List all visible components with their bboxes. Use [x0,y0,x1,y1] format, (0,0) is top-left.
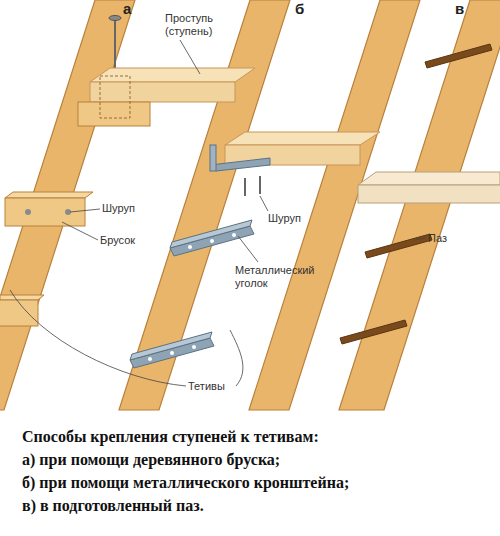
part-label: Металлический уголок [235,264,325,290]
tread-top [358,172,500,185]
metal-bracket [210,158,270,171]
screw [259,176,261,194]
part-label: Шуруп [102,202,135,215]
metal-bracket [170,220,252,248]
method-letter: в [455,2,464,15]
part-label: Паз [428,232,447,245]
leader-line [238,236,258,262]
stringer [339,0,500,410]
stringer [0,0,135,410]
leader-line [62,222,98,240]
bracket-hole [170,351,174,355]
leader-line [70,209,100,212]
caption-line: а) при помощи деревянного бруска; [22,451,280,469]
wooden-block [5,192,93,198]
leader-line [180,40,200,74]
tread-top [90,68,255,82]
method-letter: а [123,2,131,15]
screw-hole [25,209,31,215]
bracket-hole [188,245,192,249]
tread-front [358,185,500,203]
metal-bracket [130,332,212,360]
groove [425,44,492,68]
bracket-hole [148,357,152,361]
groove [340,320,407,344]
screw-head [109,16,121,21]
method-letter: б [295,2,304,15]
caption-line: б) при помощи металлического кронштейна; [22,474,349,492]
leader-line [415,238,425,240]
leader-line [230,330,243,386]
groove [365,234,432,258]
part-label: Тетивы [188,380,225,393]
tread-front [90,82,235,102]
bracket-hole [192,345,196,349]
leader-line [260,196,268,211]
part-label: Брусок [100,234,135,247]
wooden-block [0,300,38,326]
caption-line: в) в подготовленный паз. [22,497,204,515]
bracket-hole [232,233,236,237]
tread-top [225,132,380,145]
screw [114,18,116,68]
part-label: Шуруп [268,212,301,225]
bracket-hole [210,239,214,243]
metal-bracket [210,145,216,171]
wooden-block [78,102,150,126]
wooden-block [0,295,44,300]
leader-line [10,290,186,386]
hidden-screw-hole [100,76,130,118]
caption: Способы крепления ступеней к тетивам: [22,428,319,446]
stringer [119,0,290,410]
screw [244,178,246,196]
part-label: Проступь (ступень) [165,12,235,38]
